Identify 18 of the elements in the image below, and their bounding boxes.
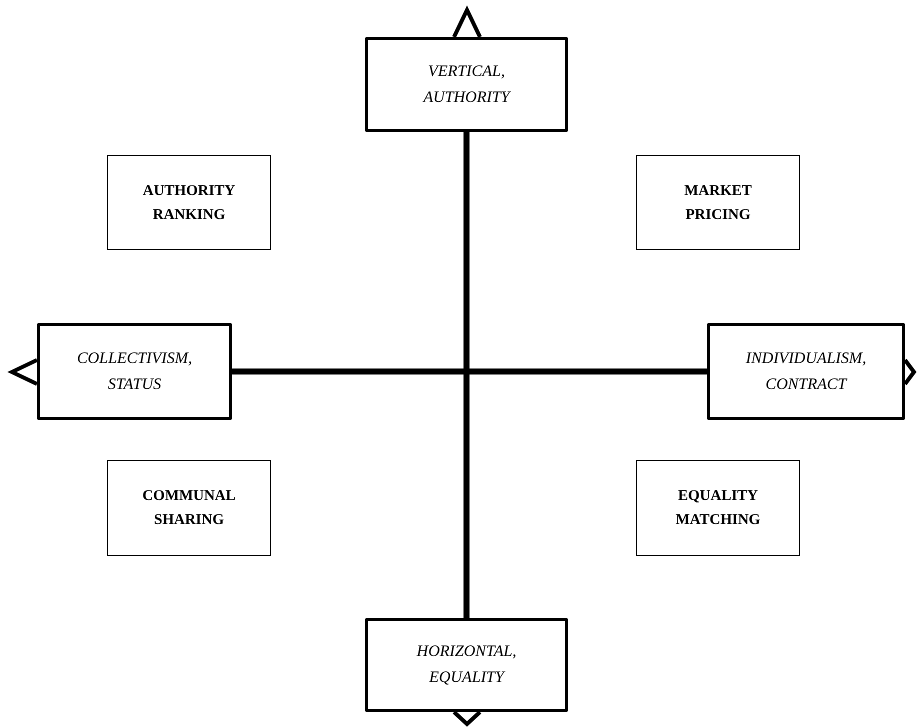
model-label: EQUALITY MATCHING xyxy=(674,487,762,530)
axis-label: INDIVIDUALISM, CONTRACT xyxy=(744,348,868,394)
axis-pole-box xyxy=(365,37,568,132)
axis-label: COLLECTIVISM, STATUS xyxy=(76,348,194,394)
axis-line xyxy=(464,132,470,618)
axis-line xyxy=(232,368,707,374)
model-label: AUTHORITY RANKING xyxy=(142,182,236,224)
quadrant-box xyxy=(107,460,271,556)
quadrant-box xyxy=(636,155,800,250)
axis-label: VERTICAL, AUTHORITY xyxy=(422,62,512,108)
quadrant-box xyxy=(636,460,800,556)
model-label: MARKET PRICING xyxy=(683,182,753,224)
quadrant-box xyxy=(107,155,271,250)
axis-pole-box xyxy=(37,323,232,420)
axis-pole-box xyxy=(365,618,568,712)
axis-pole-box xyxy=(707,323,905,420)
model-label: COMMUNAL SHARING xyxy=(141,487,237,530)
axis-label: HORIZONTAL, EQUALITY xyxy=(416,642,518,688)
